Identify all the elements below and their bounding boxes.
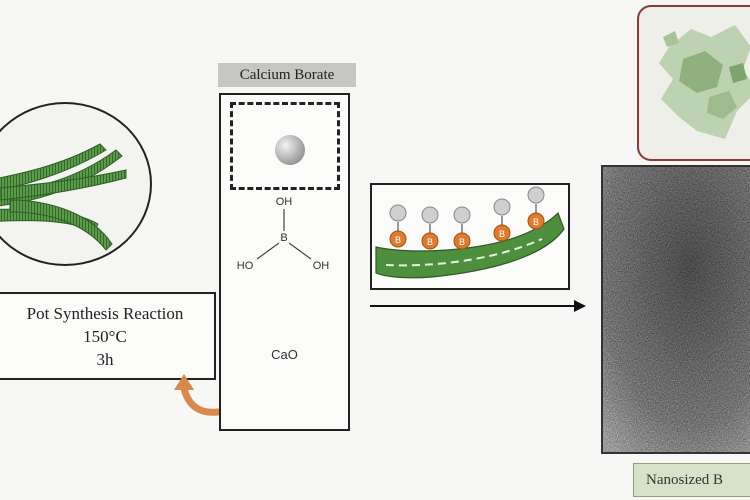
reaction-temperature: 150°C (83, 326, 127, 346)
fiber-bundle-circle (0, 102, 152, 266)
hydroxyl-top-label: OH (276, 196, 293, 208)
borate-ion-icon (453, 232, 471, 250)
fiber-bundle-illustration (0, 143, 127, 251)
boron-label: B (280, 232, 287, 244)
calcium-sphere-icon (453, 206, 471, 224)
cao-label: CaO (271, 347, 298, 362)
borate-ion-label: B (395, 235, 401, 245)
calcium-borate-header: Calcium Borate (218, 63, 356, 87)
reaction-time: 3h (96, 349, 114, 369)
calcium-sphere-icon (527, 186, 545, 204)
boric-acid-structure: OH B HO OH (237, 196, 330, 272)
calcium-sphere-icon (421, 206, 439, 224)
borate-ion-label: B (499, 229, 505, 239)
adsorption-mechanism-illustration: B B B B B (375, 186, 565, 279)
adsorption-mechanism-box: B B B B B (370, 183, 570, 290)
calcium-sphere-icon (275, 135, 305, 165)
hydroxyl-left-label: HO (237, 260, 254, 272)
reagent-panel: OH B HO OH CaO (219, 93, 350, 431)
ion-group: B B B B B (389, 186, 545, 250)
orange-curved-arrow (174, 374, 222, 416)
calcium-sphere-icon (493, 198, 511, 216)
calcium-particle-frame (230, 102, 340, 190)
borate-ion-icon (493, 224, 511, 242)
borate-ion-icon (389, 230, 407, 248)
nanosized-product-label: Nanosized B (633, 463, 750, 497)
reaction-conditions-box: Pot Synthesis Reaction 150°C 3h (0, 292, 216, 380)
borate-ion-label: B (427, 237, 433, 247)
borate-ion-icon (421, 232, 439, 250)
zoom-inset (637, 5, 750, 161)
borate-ion-label: B (459, 237, 465, 247)
borate-ion-label: B (533, 217, 539, 227)
reaction-title: Pot Synthesis Reaction (26, 303, 184, 323)
borate-ion-icon (527, 212, 545, 230)
calcium-sphere-icon (389, 204, 407, 222)
hydroxyl-right-label: OH (313, 260, 330, 272)
tem-micrograph (601, 165, 750, 454)
nanoflake-illustration (659, 25, 750, 139)
process-arrow (370, 300, 586, 312)
micrograph-texture (603, 167, 750, 452)
